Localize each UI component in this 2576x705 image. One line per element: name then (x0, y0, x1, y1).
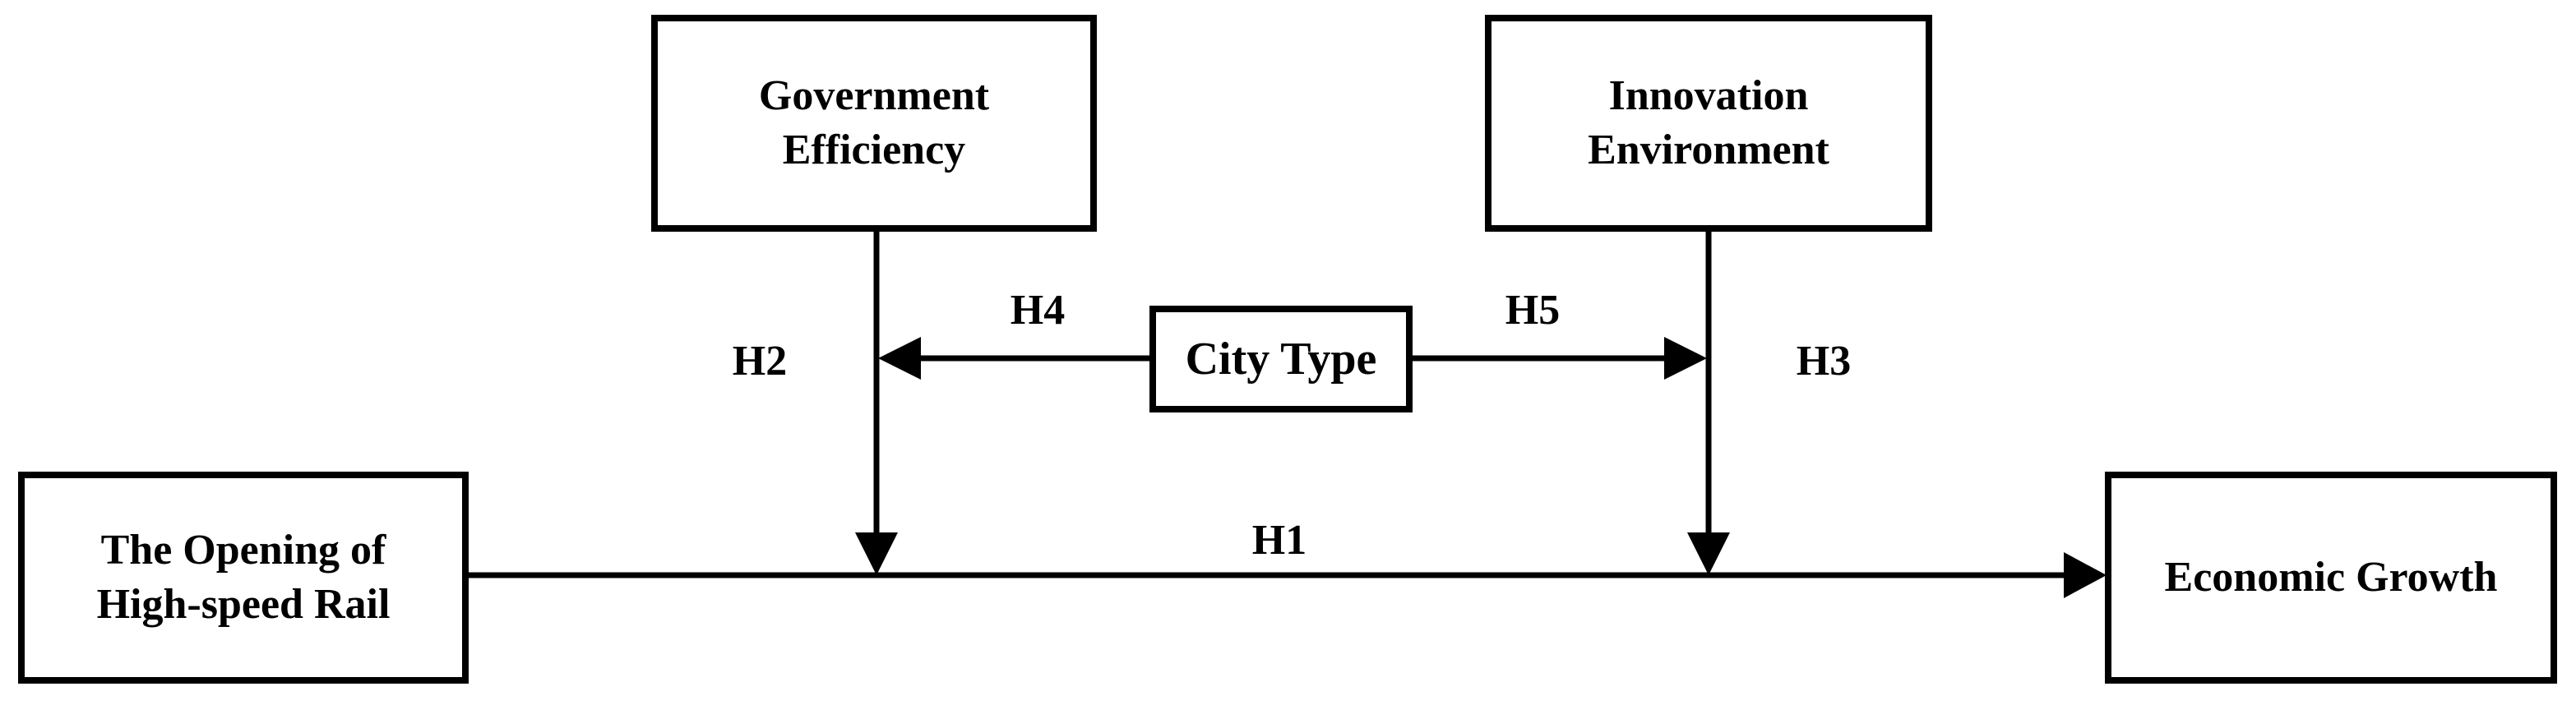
node-high-speed-rail: The Opening of High-speed Rail (18, 472, 469, 684)
h2-arrowhead (855, 532, 898, 575)
h5-arrowhead (1664, 337, 1707, 380)
node-government-efficiency: Government Efficiency (651, 15, 1097, 232)
node-economic-growth-label: Economic Growth (2164, 554, 2498, 601)
node-innovation-environment: Innovation Environment (1485, 15, 1932, 232)
h1-arrowhead (2064, 552, 2107, 598)
node-city-type: City Type (1149, 306, 1413, 412)
node-city-type-label: City Type (1185, 334, 1377, 385)
edge-label-h2: H2 (732, 338, 788, 385)
h4-arrowhead (878, 337, 921, 380)
node-government-efficiency-label: Government Efficiency (758, 72, 990, 173)
edge-label-h5: H5 (1505, 287, 1561, 334)
node-innovation-environment-label: Innovation Environment (1588, 72, 1829, 173)
node-economic-growth: Economic Growth (2105, 472, 2557, 684)
edge-label-h1: H1 (1251, 517, 1307, 564)
edge-label-h4: H4 (1010, 287, 1066, 334)
h3-arrowhead (1687, 532, 1730, 575)
edge-label-h3: H3 (1796, 338, 1852, 385)
node-high-speed-rail-label: The Opening of High-speed Rail (96, 527, 391, 628)
